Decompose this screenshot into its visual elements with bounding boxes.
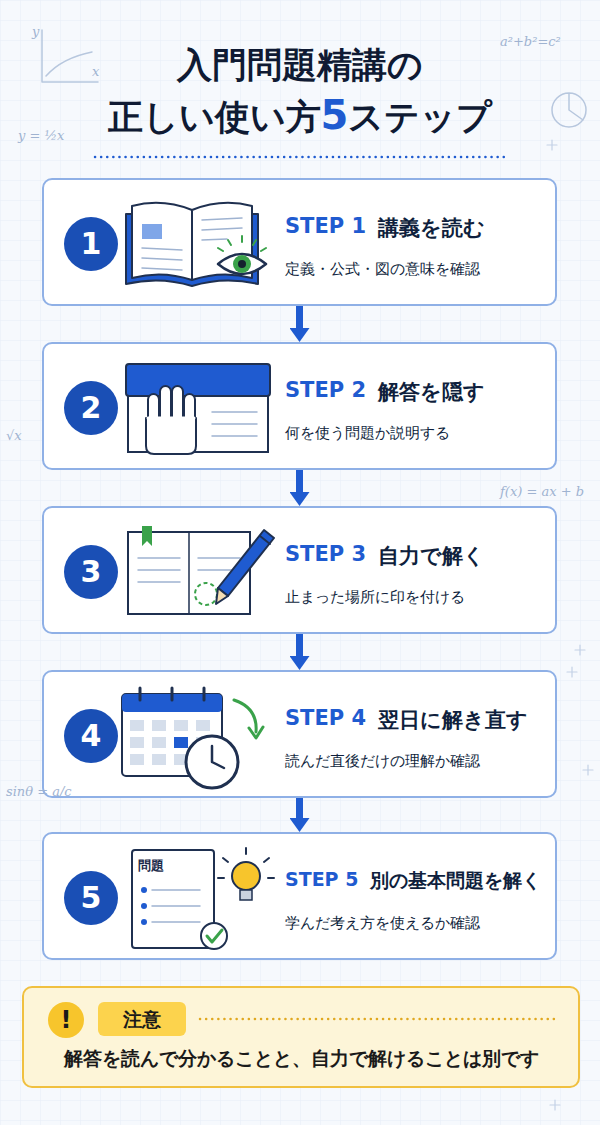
warning-heading: 注意 (98, 1002, 186, 1036)
step-illustration (126, 364, 270, 454)
math-decoration: sinθ = a/c (6, 784, 72, 799)
step-number: 3 (64, 545, 118, 599)
step-description: 何を使う問題か説明する (285, 424, 450, 443)
math-decoration: f(x) = ax + b (500, 484, 584, 499)
warning-mark: ! (48, 1002, 84, 1038)
step-arrow (296, 634, 303, 656)
step-number-circle: 3 (64, 545, 118, 599)
step-title: 別の基本問題を解く (370, 868, 541, 894)
step-description: 定義・公式・図の意味を確認 (285, 260, 480, 279)
step-illustration (122, 688, 263, 788)
step-box: 1 STEP 1 講義を読む定義・公式・図の意味を確認 (42, 178, 557, 306)
step-box: 2 STEP 2 解答を隠す何を使う問題か説明する (42, 342, 557, 470)
step-description: 止まった場所に印を付ける (285, 588, 465, 607)
warning-box: ! 注意解答を読んで分かることと、自力で解けることは別です (22, 986, 580, 1088)
warning-text: 解答を読んで分かることと、自力で解けることは別です (24, 1046, 578, 1072)
step-box: 4 STEP 4 翌日に解き直す読んだ直後だけの理解か確認 (42, 670, 557, 798)
step-title: 自力で解く (378, 542, 485, 570)
step-arrow (296, 798, 303, 818)
step-label: STEP 4 (285, 706, 366, 730)
step-label: STEP 1 (285, 214, 366, 238)
math-decoration: √x (6, 428, 22, 443)
step-number-circle: 5 (64, 871, 118, 925)
step-title: 翌日に解き直す (378, 706, 528, 734)
step-label: STEP 5 (285, 868, 358, 890)
step-label: STEP 2 (285, 378, 366, 402)
step-title: 講義を読む (378, 214, 485, 242)
math-decoration: a²+b²=c² (500, 34, 561, 49)
step-box: 3 STEP 3 自力で解く止まった場所に印を付ける (42, 506, 557, 634)
math-decoration: y (32, 24, 39, 39)
step-number: 2 (64, 381, 118, 435)
step-number: 1 (64, 217, 118, 271)
step-label: STEP 3 (285, 542, 366, 566)
paper-heading: 問題 (138, 857, 164, 875)
warning-tag: 注意 (98, 1002, 186, 1036)
step-box: 5 STEP 5 別の基本問題を解く学んだ考え方を使えるか確認 (42, 832, 557, 960)
math-decorations (42, 30, 593, 1110)
warning-icon: ! (48, 1002, 84, 1038)
step-description: 読んだ直後だけの理解か確認 (285, 752, 480, 771)
step-illustration (126, 203, 266, 286)
step-illustration (132, 848, 274, 949)
step-title: 解答を隠す (378, 378, 485, 406)
step-description: 学んだ考え方を使えるか確認 (285, 914, 480, 933)
step-illustration (128, 526, 274, 614)
step-number-circle: 2 (64, 381, 118, 435)
math-decoration: x (92, 64, 99, 79)
step-arrow (296, 306, 303, 328)
title: 入門問題精講の 正しい使い方5ステップ (20, 40, 580, 142)
warning-rule (200, 1019, 556, 1020)
step-number-circle: 1 (64, 217, 118, 271)
step-number: 5 (64, 871, 118, 925)
step-arrow (296, 470, 303, 492)
step-number: 4 (64, 709, 118, 763)
math-decoration: y = ½x (18, 128, 64, 143)
step-number-circle: 4 (64, 709, 118, 763)
